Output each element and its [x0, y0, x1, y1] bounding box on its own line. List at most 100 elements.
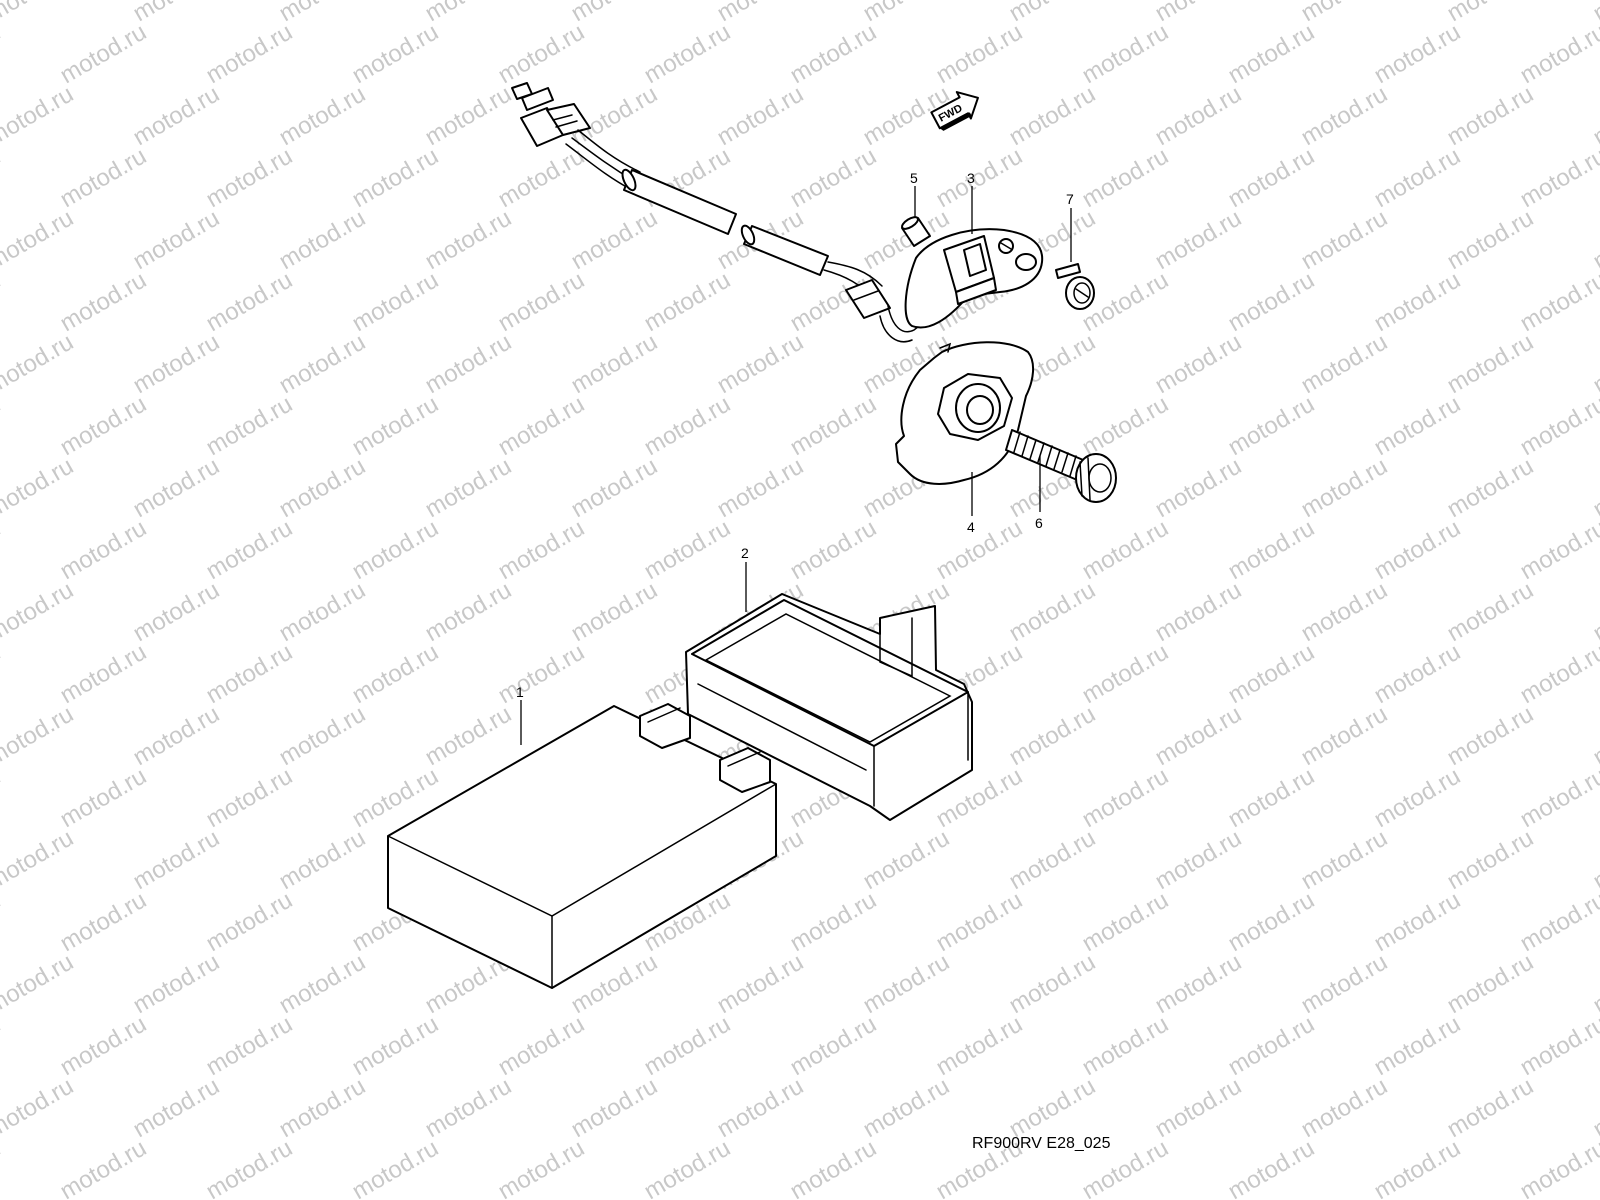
watermark-text: motod.ru: [1224, 1134, 1320, 1200]
watermark-text: motod.ru: [0, 576, 78, 647]
diagram-code: RF900RV E28_025: [972, 1135, 1111, 1152]
watermark-text: motod.ru: [1370, 762, 1466, 833]
watermark-text: motod.ru: [202, 1010, 298, 1081]
watermark-text: motod.ru: [859, 948, 955, 1019]
watermark-text: motod.ru: [0, 18, 5, 89]
watermark-text: motod.ru: [1224, 266, 1320, 337]
watermark-text: motod.ru: [1516, 762, 1600, 833]
watermark-text: motod.ru: [0, 266, 5, 337]
watermark-text: motod.ru: [859, 1072, 955, 1143]
callout-4: 4: [967, 519, 975, 535]
watermark-text: motod.ru: [275, 576, 371, 647]
watermark-text: motod.ru: [0, 0, 78, 27]
watermark-text: motod.ru: [1151, 948, 1247, 1019]
watermark-text: motod.ru: [1224, 18, 1320, 89]
watermark-text: motod.ru: [567, 0, 663, 27]
leader-lines: [520, 186, 1072, 745]
watermark-text: motod.ru: [348, 638, 444, 709]
watermark-text: motod.ru: [129, 576, 225, 647]
watermark-text: motod.ru: [56, 1134, 152, 1200]
watermark-text: motod.ru: [0, 328, 78, 399]
watermark-text: motod.ru: [786, 390, 882, 461]
watermark-text: motod.ru: [1078, 514, 1174, 585]
watermark-text: motod.ru: [1589, 204, 1600, 275]
watermark-text: motod.ru: [275, 948, 371, 1019]
watermark-text: motod.ru: [713, 0, 809, 27]
watermark-text: motod.ru: [1370, 638, 1466, 709]
watermark-text: motod.ru: [494, 1134, 590, 1200]
watermark-text: motod.ru: [129, 204, 225, 275]
callout-3: 3: [967, 170, 975, 186]
watermark-text: motod.ru: [786, 18, 882, 89]
watermark-text: motod.ru: [859, 824, 955, 895]
watermark-text: motod.ru: [275, 328, 371, 399]
watermark-text: motod.ru: [56, 638, 152, 709]
callout-5: 5: [910, 170, 918, 186]
watermark-text: motod.ru: [1589, 452, 1600, 523]
wire-harness: [511, 82, 945, 343]
watermark-text: motod.ru: [786, 886, 882, 957]
watermark-text: motod.ru: [1078, 142, 1174, 213]
watermark-text: motod.ru: [1224, 886, 1320, 957]
watermark-text: motod.ru: [421, 204, 517, 275]
watermark-text: motod.ru: [202, 762, 298, 833]
watermark-text: motod.ru: [567, 452, 663, 523]
watermark-text: motod.ru: [494, 1010, 590, 1081]
watermark-text: motod.ru: [202, 266, 298, 337]
watermark-text: motod.ru: [0, 762, 5, 833]
watermark-text: motod.ru: [275, 700, 371, 771]
watermark-text: motod.ru: [56, 886, 152, 957]
watermark-text: motod.ru: [421, 576, 517, 647]
watermark-text: motod.ru: [1443, 1072, 1539, 1143]
watermark-text: motod.ru: [1224, 390, 1320, 461]
pin-part-5: [901, 216, 931, 247]
watermark-text: motod.ru: [1151, 452, 1247, 523]
watermark-text: motod.ru: [1443, 948, 1539, 1019]
watermark-text: motod.ru: [56, 142, 152, 213]
screw-part-7: [1055, 263, 1095, 310]
watermark-text: motod.ru: [275, 0, 371, 27]
watermark-text: motod.ru: [421, 700, 517, 771]
watermark-text: motod.ru: [0, 886, 5, 957]
watermark-text: motod.ru: [1005, 0, 1101, 27]
watermark-text: motod.ru: [129, 328, 225, 399]
watermark-text: motod.ru: [56, 514, 152, 585]
watermark-text: motod.ru: [0, 80, 78, 151]
watermark-text: motod.ru: [786, 1134, 882, 1200]
watermark-text: motod.ru: [1151, 328, 1247, 399]
watermark-text: motod.ru: [640, 1010, 736, 1081]
watermark-text: motod.ru: [129, 948, 225, 1019]
watermark-text: motod.ru: [0, 452, 78, 523]
watermark-text: motod.ru: [129, 824, 225, 895]
watermark-text: motod.ru: [348, 266, 444, 337]
watermark-text: motod.ru: [494, 514, 590, 585]
watermark-text: motod.ru: [1516, 886, 1600, 957]
watermark-text: motod.ru: [129, 452, 225, 523]
watermark-text: motod.ru: [932, 886, 1028, 957]
watermark-text: motod.ru: [56, 390, 152, 461]
watermark-text: motod.ru: [1443, 700, 1539, 771]
watermark-text: motod.ru: [786, 514, 882, 585]
watermark-text: motod.ru: [1516, 390, 1600, 461]
igniter-case-part-2: [685, 593, 973, 821]
rotor-part-4: [895, 341, 1034, 485]
watermark-text: motod.ru: [202, 514, 298, 585]
watermark-text: motod.ru: [1589, 328, 1600, 399]
watermark-text: motod.ru: [0, 700, 78, 771]
watermark-text: motod.ru: [0, 390, 5, 461]
callout-6: 6: [1035, 515, 1043, 531]
watermark-text: motod.ru: [1297, 824, 1393, 895]
watermark-text: motod.ru: [1224, 1010, 1320, 1081]
watermark-text: motod.ru: [1516, 1134, 1600, 1200]
watermark-text: motod.ru: [275, 204, 371, 275]
callout-2: 2: [741, 545, 749, 561]
watermark-text: motod.ru: [1370, 142, 1466, 213]
watermark-text: motod.ru: [1151, 1072, 1247, 1143]
watermark-text: motod.ru: [1078, 638, 1174, 709]
watermark-text: motod.ru: [56, 266, 152, 337]
watermark-text: motod.ru: [1005, 948, 1101, 1019]
watermark-text: motod.ru: [202, 1134, 298, 1200]
watermark-text: motod.ru: [567, 328, 663, 399]
watermark-text: motod.ru: [1443, 824, 1539, 895]
